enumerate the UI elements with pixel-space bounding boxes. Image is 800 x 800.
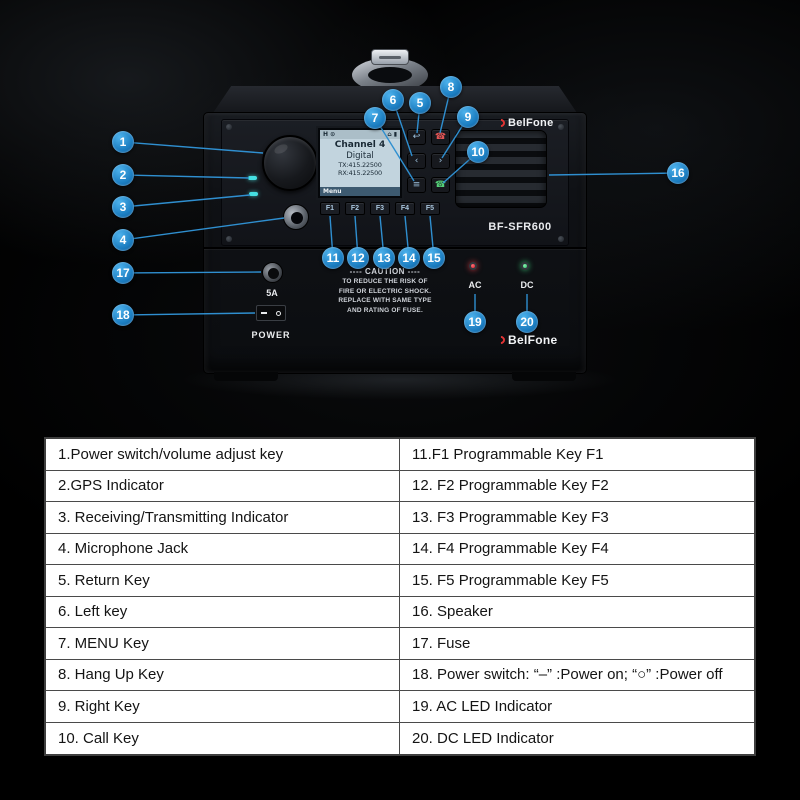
callout-2: 2	[112, 164, 134, 186]
lcd-softkey-bar: Menu	[320, 187, 400, 196]
screw-icon	[226, 124, 232, 130]
lcd-mode-text: Digital	[346, 151, 374, 161]
lcd-tx-frequency: TX:415.22500	[338, 161, 382, 169]
device-foot	[214, 372, 278, 381]
callout-1: 1	[112, 131, 134, 153]
callout-3: 3	[112, 196, 134, 218]
brand-signal-icon	[495, 117, 507, 129]
hangup-key: ☎	[431, 129, 450, 145]
legend-cell-left-1: 1.Power switch/volume adjust key	[46, 439, 400, 471]
fkey-f1: F1	[320, 202, 340, 215]
legend-cell-left-4: 4. Microphone Jack	[46, 533, 400, 565]
brand-name: BelFone	[508, 117, 554, 129]
menu-key: ≡	[407, 177, 426, 193]
screw-icon	[558, 236, 564, 242]
caution-text: ---- CAUTION ---- TO REDUCE THE RISK OF FI…	[322, 266, 448, 315]
legend-cell-left-7: 7. MENU Key	[46, 628, 400, 660]
power-switch	[256, 305, 286, 321]
lcd-status-bar: H ⊙ ⌂ ▮	[320, 130, 400, 139]
fkey-f2: F2	[345, 202, 365, 215]
navigation-keys: ↩ ☎ ‹ › ≡ ☎	[407, 129, 452, 203]
return-key: ↩	[407, 129, 426, 145]
fkey-f5: F5	[420, 202, 440, 215]
dc-led	[521, 262, 529, 270]
microphone-jack	[283, 204, 309, 230]
volume-knob	[262, 135, 318, 191]
callout-16: 16	[667, 162, 689, 184]
ac-label: AC	[468, 280, 482, 290]
legend-cell-left-5: 5. Return Key	[46, 565, 400, 597]
fkey-f3: F3	[370, 202, 390, 215]
device-top-face	[213, 86, 577, 113]
fuse-holder	[262, 262, 283, 283]
legend-cell-left-6: 6. Left key	[46, 596, 400, 628]
left-key: ‹	[407, 153, 426, 169]
power-off-mark	[275, 310, 281, 316]
caution-title: ---- CAUTION ----	[349, 267, 421, 276]
model-label: BF-SFR600	[488, 221, 552, 233]
brand-logo-front: BelFone	[495, 117, 554, 129]
lcd-menu-softkey: Menu	[323, 188, 342, 195]
caution-line: AND RATING OF FUSE.	[347, 306, 423, 314]
brand-logo-bottom: BelFone	[495, 333, 558, 347]
power-label: POWER	[251, 330, 291, 340]
legend-cell-right-9: 19. AC LED Indicator	[400, 691, 754, 723]
panel-seam	[204, 247, 586, 249]
rx-tx-indicator-led	[249, 192, 258, 196]
callout-4: 4	[112, 229, 134, 251]
lcd-screen: H ⊙ ⌂ ▮ Channel 4 Digital TX:415.22500 R…	[318, 128, 402, 198]
legend-cell-right-6: 16. Speaker	[400, 597, 754, 628]
fuse-rating-label: 5A	[266, 288, 278, 298]
function-keys: F1 F2 F3 F4 F5	[320, 202, 440, 215]
lcd-rx-frequency: RX:415.22500	[338, 169, 382, 177]
legend-cell-right-4: 14. F4 Programmable Key F4	[400, 534, 754, 565]
legend-cell-left-10: 10. Call Key	[46, 722, 400, 754]
gps-indicator-led	[248, 176, 257, 180]
handle-latch	[371, 49, 409, 65]
legend-cell-right-3: 13. F3 Programmable Key F3	[400, 502, 754, 534]
lcd-channel-text: Channel 4	[334, 140, 386, 150]
lcd-status-right: ⌂ ▮	[387, 131, 397, 138]
fuse-slot	[268, 268, 279, 279]
caution-line: REPLACE WITH SAME TYPE	[338, 297, 432, 304]
legend-cell-left-3: 3. Receiving/Transmitting Indicator	[46, 502, 400, 534]
ac-led	[469, 262, 477, 270]
mic-jack-hole	[291, 212, 303, 224]
legend-cell-right-2: 12. F2 Programmable Key F2	[400, 471, 754, 502]
legend-cell-left-9: 9. Right Key	[46, 691, 400, 723]
brand-signal-icon	[495, 334, 507, 346]
callout-18: 18	[112, 304, 134, 326]
device-foot	[512, 372, 576, 381]
caution-line: FIRE OR ELECTRIC SHOCK.	[338, 287, 432, 295]
call-key: ☎	[431, 177, 450, 193]
fkey-f4: F4	[395, 202, 415, 215]
callout-17: 17	[112, 262, 134, 284]
caution-line: TO REDUCE THE RISK OF	[342, 278, 428, 285]
legend-cell-right-10: 20. DC LED Indicator	[412, 729, 554, 747]
legend-cell-right-8: 18. Power switch: “–” :Power on; “○” :Po…	[400, 660, 754, 691]
brand-name: BelFone	[508, 333, 558, 347]
power-on-mark	[261, 312, 268, 314]
screw-icon	[558, 124, 564, 130]
screw-icon	[226, 236, 232, 242]
legend-cell-left-2: 2.GPS Indicator	[46, 470, 400, 502]
legend-cell-left-8: 8. Hang Up Key	[46, 659, 400, 691]
legend-cell-right-1: 11.F1 Programmable Key F1	[400, 439, 754, 471]
legend-cell-right-5: 15. F5 Programmable Key F5	[400, 565, 754, 597]
dc-label: DC	[520, 280, 534, 290]
right-key: ›	[431, 153, 450, 169]
speaker-grille	[455, 130, 547, 208]
lcd-status-left: H ⊙	[323, 131, 336, 138]
legend-cell-right-7: 17. Fuse	[400, 628, 754, 660]
